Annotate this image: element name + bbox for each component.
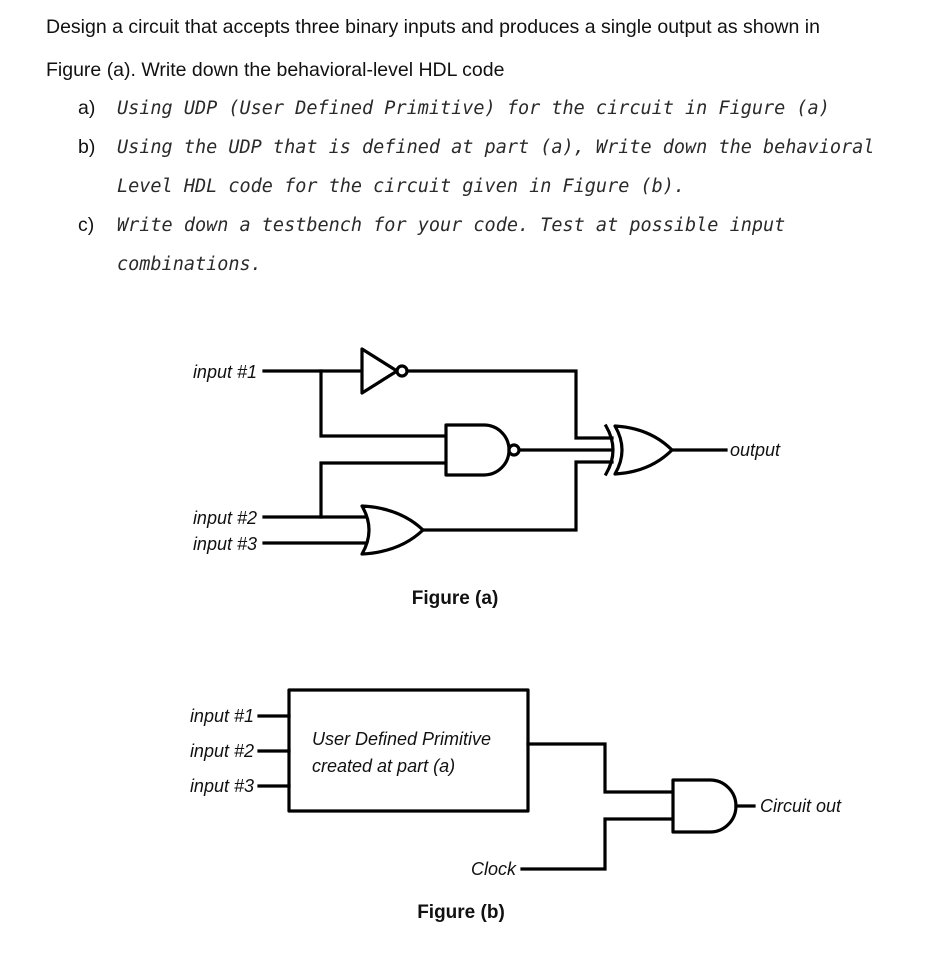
udp-box: [287, 688, 530, 813]
task-text-b-line-1: Using the UDP that is defined at part (a…: [117, 137, 875, 158]
task-text-b-line-2: Level HDL code for the circuit given in …: [117, 176, 686, 197]
fig-a-input2-label: input #2: [193, 508, 257, 528]
nand-gate: [444, 423, 511, 477]
fig-a-input3-label: input #3: [193, 534, 257, 554]
task-item-b: b) Using the UDP that is defined at part…: [78, 128, 936, 206]
fig-b-input3-label: input #3: [190, 776, 254, 796]
xor-gate: [613, 424, 674, 476]
task-text-c-line-2: combinations.: [117, 254, 262, 275]
task-marker-b: b): [78, 136, 96, 158]
intro-line-2: Figure (a). Write down the behavioral-le…: [46, 59, 505, 81]
figure-b-caption: Figure (b): [417, 902, 505, 923]
udp-label-line-2: created at part (a): [312, 756, 455, 776]
figure-a-caption: Figure (a): [412, 588, 499, 609]
wire-not-to-xor: [406, 369, 614, 440]
nand-bubble: [507, 443, 521, 457]
task-item-a: a) Using UDP (User Defined Primitive) fo…: [78, 89, 936, 128]
circuit-out-label: Circuit out: [760, 796, 842, 816]
problem-intro: Design a circuit that accepts three bina…: [46, 6, 926, 92]
xor-input-arc: [603, 423, 615, 477]
clock-label: Clock: [471, 859, 517, 879]
fig-a-input1-label: input #1: [193, 362, 257, 382]
task-item-c: c) Write down a testbench for your code.…: [78, 206, 936, 284]
or-gate: [360, 504, 425, 556]
wire-input2-branch: [319, 461, 448, 519]
fig-b-input2-label: input #2: [190, 741, 254, 761]
udp-label-line-1: User Defined Primitive: [312, 729, 491, 749]
wire-clock-to-and: [520, 817, 675, 871]
task-marker-c: c): [78, 214, 95, 236]
and-gate: [671, 778, 738, 834]
wire-udp-to-and: [526, 742, 675, 794]
not-bubble: [395, 364, 409, 378]
figure-b: User Defined Primitive created at part (…: [190, 688, 842, 923]
fig-b-input1-label: input #1: [190, 706, 254, 726]
task-list: a) Using UDP (User Defined Primitive) fo…: [78, 89, 936, 284]
task-text-c-line-1: Write down a testbench for your code. Te…: [117, 215, 786, 236]
figure-a: input #1 input #2 input #3 output Figure…: [193, 347, 781, 609]
fig-a-output-label: output: [730, 440, 781, 460]
task-text-a-line-1: Using UDP (User Defined Primitive) for t…: [117, 98, 830, 119]
not-gate: [360, 347, 399, 395]
intro-line-1: Design a circuit that accepts three bina…: [46, 16, 820, 38]
wire-or-to-xor: [421, 460, 614, 532]
wire-input1-branch: [319, 369, 448, 438]
task-marker-a: a): [78, 97, 96, 119]
